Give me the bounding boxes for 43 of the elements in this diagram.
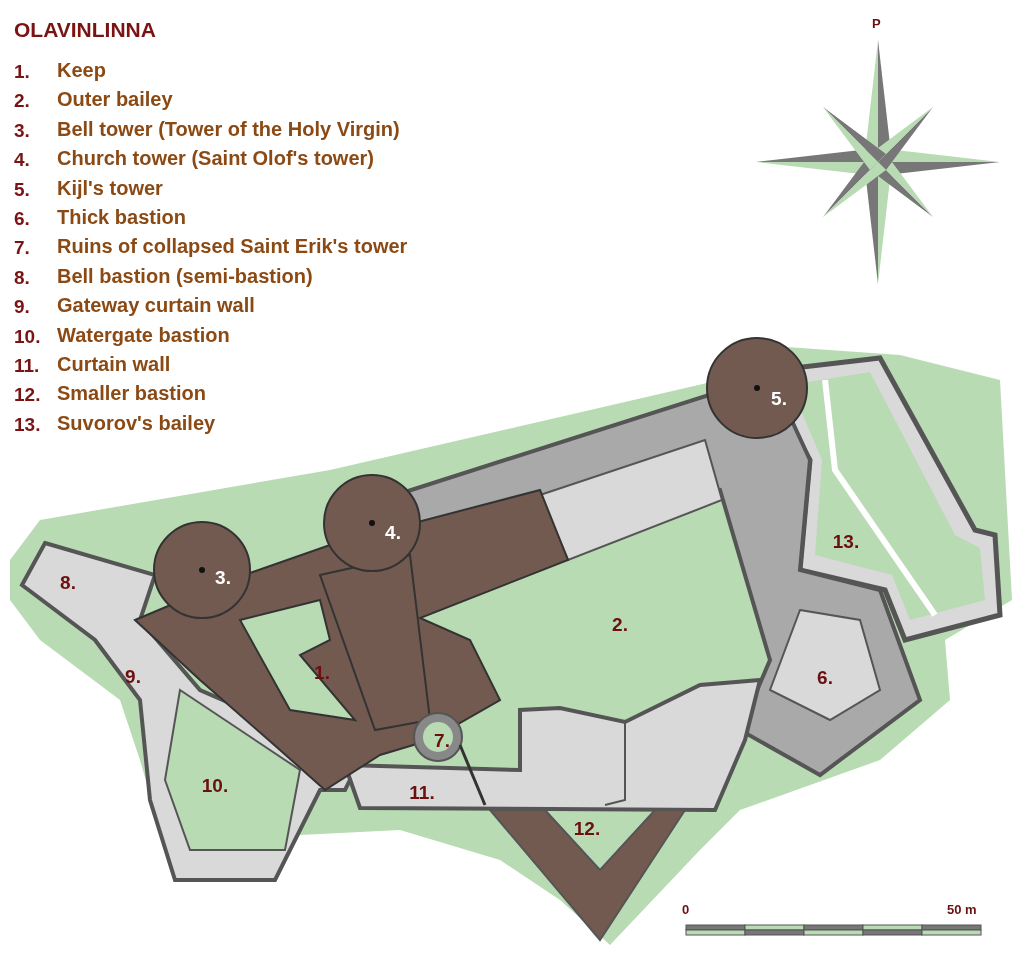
- callout-number: 13.: [832, 531, 860, 551]
- key-entry: Watergate bastion: [57, 324, 230, 345]
- callout-number: 7.: [434, 730, 450, 750]
- key-entry: Bell bastion (semi-bastion): [57, 265, 313, 286]
- key-entry: Bell tower (Tower of the Holy Virgin): [57, 118, 400, 139]
- callout-number: 5.: [771, 388, 787, 408]
- callout-number: 12.: [14, 385, 41, 405]
- key-entry: Curtain wall: [57, 354, 171, 374]
- callout-number: 3.: [215, 567, 231, 587]
- callout-number: 12.: [573, 818, 601, 838]
- callout-number: 4.: [14, 150, 30, 170]
- callout-number: 9.: [125, 666, 141, 686]
- key-entry: Smaller bastion: [57, 383, 206, 404]
- callout-number: 3.: [14, 120, 30, 140]
- key-entry: Keep: [57, 60, 106, 80]
- callout-number: 2.: [14, 91, 30, 111]
- callout-number: 8.: [14, 267, 30, 287]
- key-entry: Outer bailey: [57, 89, 173, 110]
- callout-number: 11.: [409, 782, 435, 802]
- callout-number: 5.: [14, 179, 30, 199]
- callout-number: 2.: [612, 614, 628, 634]
- callout-number: 10.: [201, 775, 229, 795]
- callout-number: 10.: [14, 326, 41, 346]
- key-entry: Thick bastion: [57, 207, 186, 227]
- callout-number: 7.: [14, 238, 30, 258]
- callout-number: 13.: [14, 414, 41, 434]
- key-entry: Gateway curtain wall: [57, 295, 255, 316]
- key-entry: Ruins of collapsed Saint Erik's tower: [57, 236, 408, 257]
- north-label: P: [872, 17, 881, 30]
- callout-number: 6.: [14, 209, 30, 228]
- callout-number: 1.: [314, 662, 330, 682]
- scale-label: 0: [682, 903, 690, 916]
- scale-label: 50 m: [947, 903, 977, 916]
- callout-number: 11.: [14, 356, 40, 375]
- key-entry: Kijl's tower: [57, 177, 163, 198]
- callout-number: 8.: [60, 572, 76, 592]
- key-entry: Suvorov's bailey: [57, 412, 216, 433]
- callout-number: 4.: [385, 522, 401, 542]
- callout-number: 9.: [14, 297, 30, 317]
- callout-number: 6.: [817, 667, 833, 687]
- map-title: OLAVINLINNA: [14, 17, 156, 43]
- callout-number: 1.: [14, 62, 30, 81]
- key-entry: Church tower (Saint Olof's tower): [57, 148, 374, 169]
